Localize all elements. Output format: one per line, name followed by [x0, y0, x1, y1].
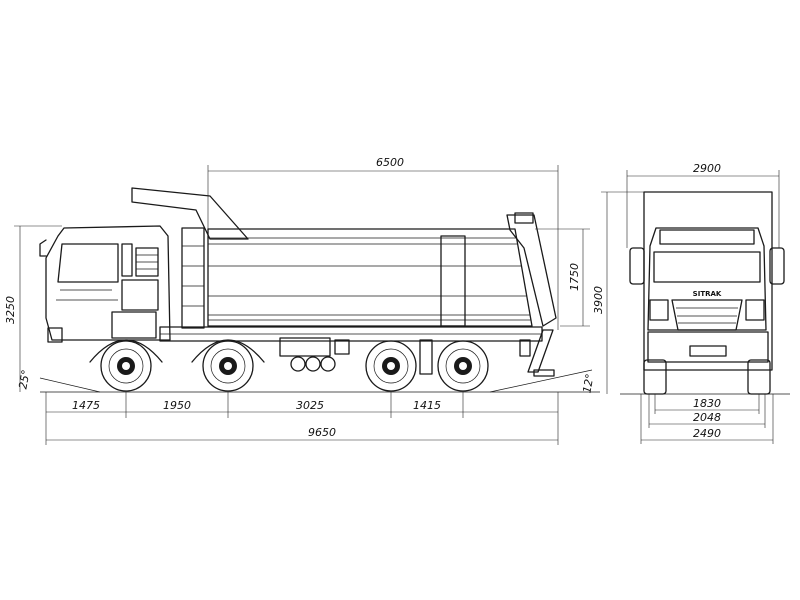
dim-overall-width: 2490 [693, 427, 721, 440]
front-mirror-right [769, 247, 785, 285]
truck-side-view [39, 187, 600, 393]
front-grille [671, 299, 743, 331]
cab-window [57, 243, 119, 283]
dim-wheelbase-1: 1950 [163, 399, 191, 412]
axles [89, 339, 489, 392]
dim-overall-length: 9650 [308, 426, 336, 439]
front-wheel-left [643, 359, 667, 395]
dim-departure-angle: 12° [580, 373, 596, 394]
rear-axle-1 [365, 340, 417, 392]
dim-approach-angle: 25° [16, 369, 32, 390]
side-dimensions: 6500 1750 3250 25° 12° 1475 1950 3025 14… [4, 156, 597, 445]
headlight-left [649, 299, 669, 321]
fuel-tank [279, 337, 331, 357]
tipping-gear [181, 227, 205, 329]
dim-track-front: 2048 [693, 411, 721, 424]
departure-angle-line [489, 369, 593, 393]
dim-body-width: 2900 [693, 162, 721, 175]
front-body-outline [643, 191, 773, 371]
front-cab [647, 227, 767, 331]
cab-protector [131, 187, 249, 240]
front-mirror-left [629, 247, 645, 285]
chassis-frame [159, 326, 543, 357]
dim-tipped-height: 3900 [592, 286, 605, 314]
grille-badge: SITRAK [693, 290, 722, 298]
truck-front-view: SITRAK [620, 191, 790, 395]
cab [39, 225, 171, 343]
rear-axle-2 [437, 340, 489, 392]
dim-overall-height: 3250 [4, 296, 17, 324]
front-axle-2 [191, 339, 265, 392]
dim-track-rear: 1830 [693, 397, 721, 410]
dim-front-overhang: 1475 [72, 399, 100, 412]
mirror [39, 239, 47, 257]
front-dimensions: 2900 3900 1830 2048 2490 [592, 162, 780, 444]
tailgate [506, 214, 557, 327]
front-wheel-right [747, 359, 771, 395]
front-axle-1 [89, 339, 163, 392]
dim-wheelbase-2: 3025 [296, 399, 324, 412]
dump-body [131, 187, 557, 377]
headlight-right [745, 299, 765, 321]
dim-body-length: 6500 [376, 156, 404, 169]
front-bumper [647, 331, 769, 363]
dim-wheelbase-3: 1415 [413, 399, 441, 412]
dim-body-height: 1750 [568, 263, 581, 291]
approach-angle-line [39, 377, 101, 393]
